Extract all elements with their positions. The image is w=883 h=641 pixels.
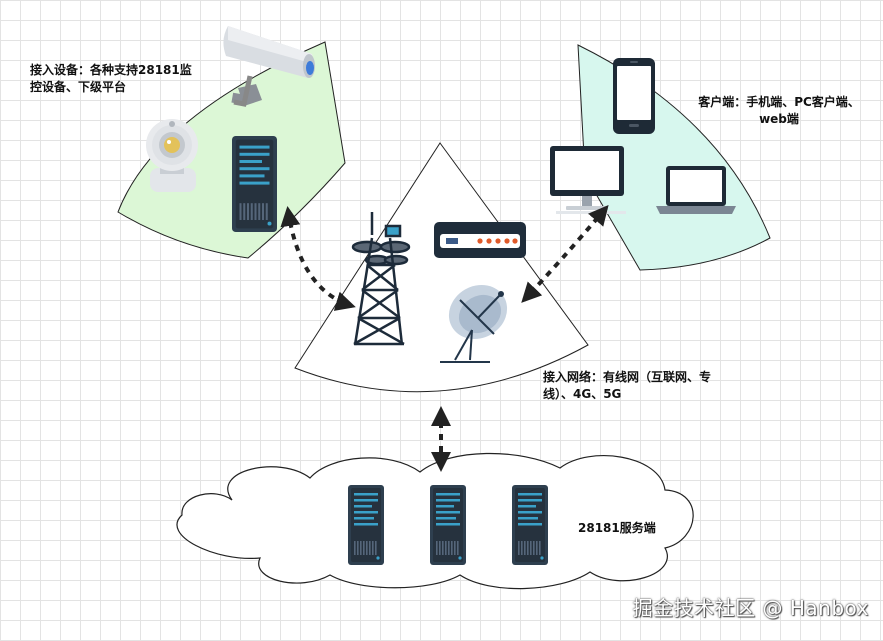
server-icon bbox=[430, 485, 466, 565]
smartphone-icon bbox=[613, 58, 655, 134]
clients-label: 客户端：手机端、PC客户端、web端 bbox=[698, 95, 860, 126]
access-devices-label: 接入设备：各种支持28181监控设备、下级平台 bbox=[30, 63, 192, 94]
connector-arrow-client-network bbox=[521, 204, 609, 303]
security-camera-icon bbox=[223, 26, 315, 107]
network-label: 接入网络：有线网（互联网、专线）、4G、5G bbox=[543, 370, 712, 401]
watermark: 掘金技术社区 @ Hanbox bbox=[632, 596, 869, 620]
network-sector bbox=[294, 142, 589, 393]
cell-tower-icon bbox=[351, 212, 411, 346]
server-icon bbox=[348, 485, 384, 565]
connector-arrow-access-network bbox=[280, 206, 356, 311]
laptop-icon bbox=[656, 166, 736, 214]
router-icon bbox=[434, 222, 526, 258]
webcam-icon bbox=[146, 119, 198, 192]
server-icon bbox=[512, 485, 548, 565]
satellite-dish-icon bbox=[440, 284, 508, 363]
server-label: 28181服务端 bbox=[578, 521, 656, 535]
server-icon bbox=[232, 136, 277, 232]
